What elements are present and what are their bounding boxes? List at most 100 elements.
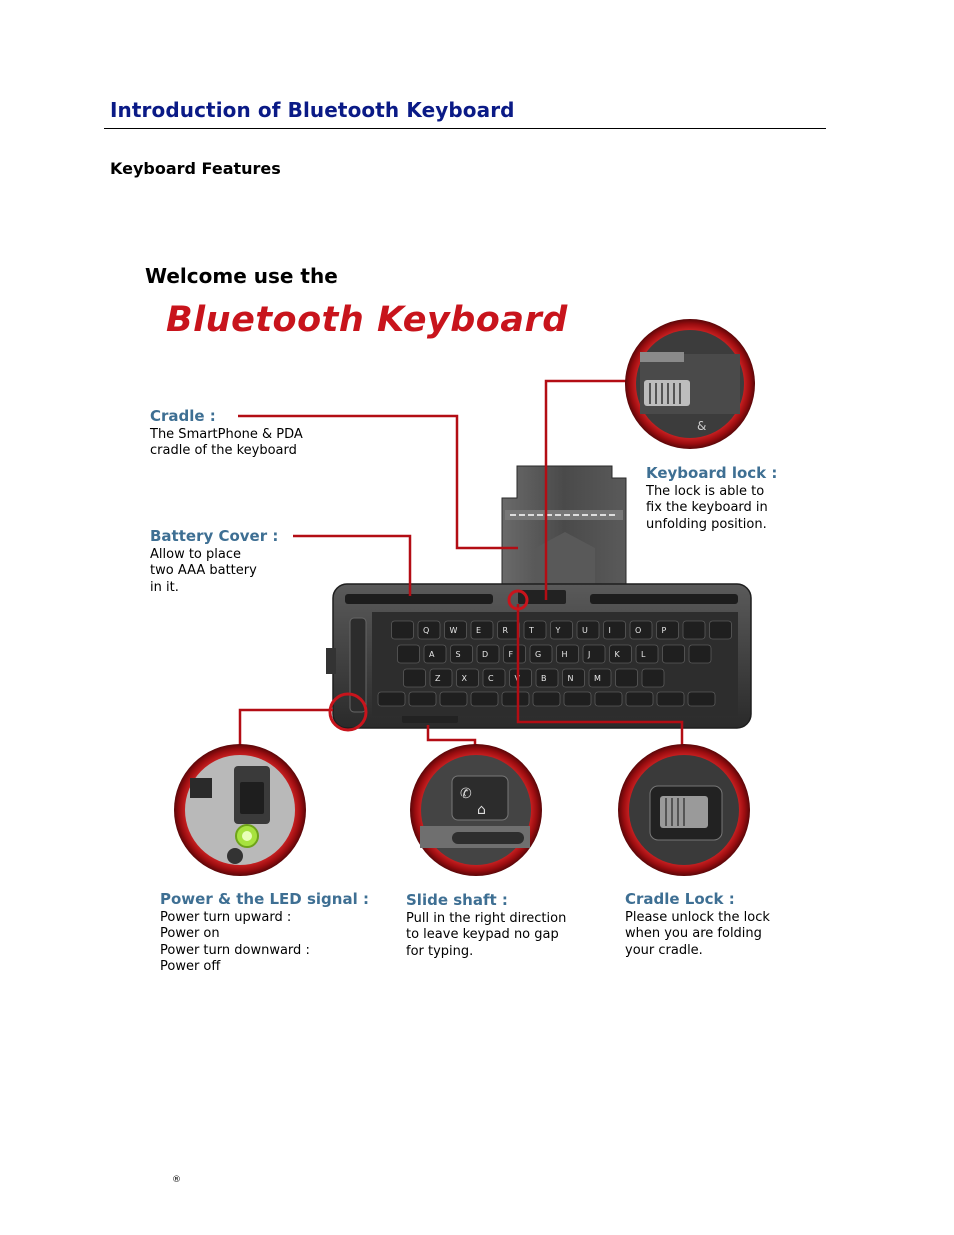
welcome-text: Welcome use the — [145, 264, 338, 288]
key-cap — [663, 645, 685, 663]
key-cap — [616, 669, 638, 687]
callout-line: your cradle. — [625, 943, 770, 960]
slide-shaft-callout: Slide shaft : Pull in the right directio… — [406, 892, 566, 960]
callout-line: Allow to place — [150, 547, 278, 564]
callout-line: Please unlock the lock — [625, 910, 770, 927]
callout-title: Cradle Lock : — [625, 891, 770, 908]
key-label: Z — [435, 674, 441, 683]
callout-line: unfolding position. — [646, 517, 777, 534]
key-cap — [626, 692, 653, 706]
key-label: L — [641, 650, 646, 659]
key-cap — [502, 692, 529, 706]
callout-line: cradle of the keyboard — [150, 443, 303, 460]
callout-title: Power & the LED signal : — [160, 891, 369, 908]
key-cap — [451, 645, 473, 663]
key-cap — [504, 645, 526, 663]
key-cap — [563, 669, 585, 687]
key-cap — [688, 692, 715, 706]
key-cap — [642, 669, 664, 687]
callout-line: The SmartPhone & PDA — [150, 427, 303, 444]
key-label: S — [456, 650, 461, 659]
phone-key-icon: ✆ — [460, 786, 472, 802]
key-label: P — [662, 626, 667, 635]
callout-line: Power on — [160, 926, 369, 943]
key-cap — [457, 669, 479, 687]
callout-line: Power turn downward : — [160, 943, 369, 960]
registered-mark: ® — [172, 1175, 181, 1185]
key-label: F — [509, 650, 514, 659]
key-label: T — [528, 626, 534, 635]
key-cap — [564, 692, 591, 706]
key-label: K — [615, 650, 621, 659]
battery-callout: Battery Cover : Allow to place two AAA b… — [150, 528, 278, 596]
key-label: Q — [423, 626, 429, 635]
home-key-icon: ⌂ — [477, 802, 486, 818]
key-cap — [409, 692, 436, 706]
key-cap — [657, 692, 684, 706]
key-label: E — [476, 626, 481, 635]
key-label: A — [429, 650, 435, 659]
key-label: J — [587, 650, 590, 659]
callout-line: fix the keyboard in — [646, 500, 777, 517]
key-cap — [551, 621, 573, 639]
key-label: C — [488, 674, 494, 683]
key-label: B — [541, 674, 547, 683]
brand-title: Bluetooth Keyboard — [166, 300, 568, 340]
key-cap — [378, 692, 405, 706]
key-cap — [710, 621, 732, 639]
lock-magnifier: & — [625, 319, 755, 449]
key-cap — [604, 621, 626, 639]
cradle-callout: Cradle : The SmartPhone & PDA cradle of … — [150, 408, 303, 460]
callout-title: Keyboard lock : — [646, 465, 777, 482]
callout-line: for typing. — [406, 944, 566, 961]
key-cap — [424, 645, 446, 663]
key-cap — [498, 621, 520, 639]
cradle-lock-magnifier — [618, 744, 750, 876]
key-cap — [483, 669, 505, 687]
key-cap — [524, 621, 546, 639]
key-cap — [440, 692, 467, 706]
callout-line: when you are folding — [625, 926, 770, 943]
key-cap — [430, 669, 452, 687]
key-cap — [636, 645, 658, 663]
key-label: Y — [555, 626, 561, 635]
power-magnifier — [174, 744, 306, 876]
key-label: M — [594, 674, 601, 683]
key-cap — [404, 669, 426, 687]
key-cap — [583, 645, 605, 663]
key-cap — [683, 621, 705, 639]
key-label: U — [582, 626, 588, 635]
power-callout: Power & the LED signal : Power turn upwa… — [160, 891, 369, 976]
key-label: I — [609, 626, 611, 635]
key-label: W — [450, 626, 458, 635]
key-label: D — [482, 650, 488, 659]
key-label: X — [462, 674, 468, 683]
callout-line: in it. — [150, 580, 278, 597]
key-label: H — [562, 650, 568, 659]
key-cap — [471, 692, 498, 706]
callout-line: to leave keypad no gap — [406, 927, 566, 944]
callout-line: Power off — [160, 959, 369, 976]
key-cap — [533, 692, 560, 706]
callout-title: Battery Cover : — [150, 528, 278, 545]
key-label: N — [568, 674, 574, 683]
slide-magnifier: ✆ ⌂ — [410, 744, 542, 876]
callout-title: Slide shaft : — [406, 892, 566, 909]
key-label: G — [535, 650, 541, 659]
key-cap — [657, 621, 679, 639]
key-cap — [595, 692, 622, 706]
key-label: R — [503, 626, 509, 635]
magnifier-key-label: & — [697, 419, 706, 433]
key-cap — [689, 645, 711, 663]
key-cap — [398, 645, 420, 663]
callout-title: Cradle : — [150, 408, 303, 425]
cradle-lock-callout: Cradle Lock : Please unlock the lock whe… — [625, 891, 770, 959]
callout-line: Pull in the right direction — [406, 911, 566, 928]
key-cap — [536, 669, 558, 687]
key-cap — [577, 621, 599, 639]
key-cap — [471, 621, 493, 639]
keyboard-lock-callout: Keyboard lock : The lock is able to fix … — [646, 465, 777, 533]
cradle — [502, 466, 626, 595]
key-cap — [510, 669, 532, 687]
